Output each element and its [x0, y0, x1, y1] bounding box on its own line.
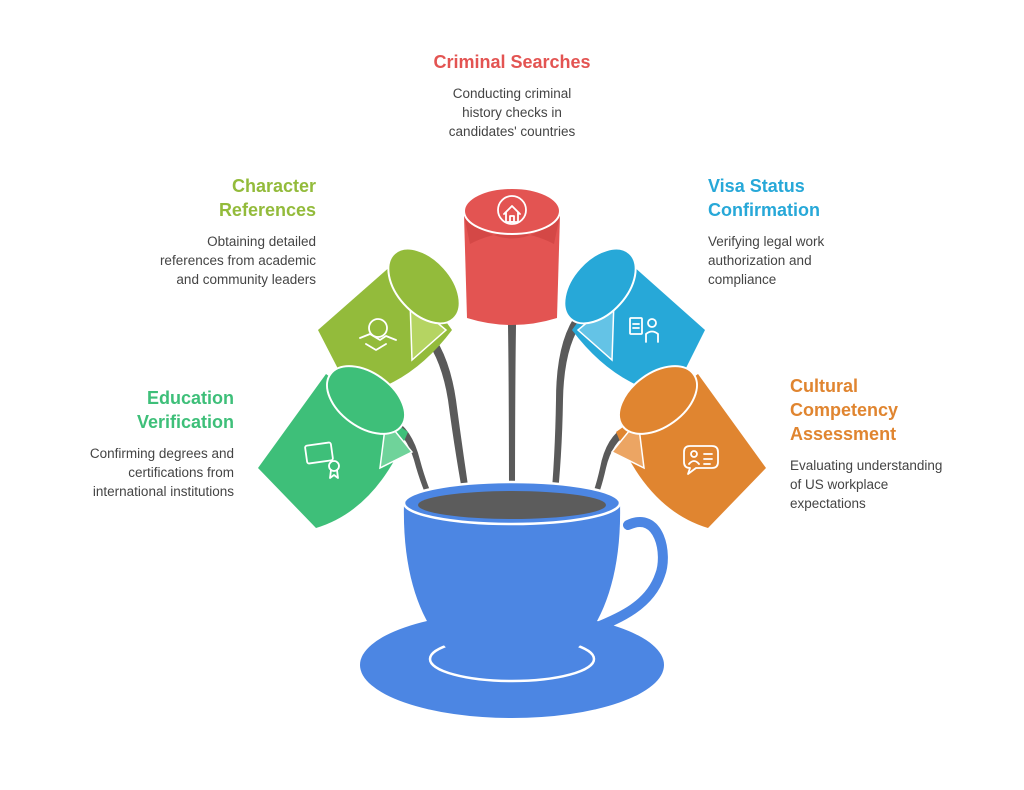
criminal-searches-container	[463, 187, 561, 325]
character-references-title: Character References	[218, 176, 316, 220]
education-verification-title: Education Verification	[136, 388, 234, 432]
criminal-searches-title: Criminal Searches	[433, 52, 591, 72]
globe-house-icon	[497, 195, 527, 225]
character-references-description: Obtaining detailed references from acade…	[159, 234, 316, 287]
visa-status-container	[563, 247, 705, 396]
criminal-searches-label: Criminal Searches Conducting criminal hi…	[412, 50, 612, 141]
criminal-searches-description: Conducting criminal history checks in ca…	[448, 86, 576, 139]
certificate-icon	[304, 441, 340, 479]
teacup	[402, 480, 668, 667]
passport-officer-icon	[629, 317, 659, 343]
character-references-container	[318, 247, 461, 396]
cultural-competency-container	[610, 365, 766, 528]
cultural-competency-label: Cultural Competency Assessment Evaluatin…	[790, 374, 990, 513]
character-references-label: Character References Obtaining detailed …	[120, 174, 316, 289]
visa-status-title: Visa Status Confirmation	[708, 176, 820, 220]
visa-status-label: Visa Status Confirmation Verifying legal…	[708, 174, 908, 289]
cultural-competency-title: Cultural Competency Assessment	[790, 376, 899, 444]
cultural-competency-description: Evaluating understanding of US workplace…	[790, 458, 943, 511]
education-verification-container	[258, 365, 414, 528]
education-verification-description: Confirming degrees and certifications fr…	[89, 446, 234, 499]
globe-handshake-icon	[359, 318, 397, 351]
education-verification-label: Education Verification Confirming degree…	[40, 386, 234, 501]
visa-status-description: Verifying legal work authorization and c…	[708, 234, 825, 287]
profile-chat-icon	[683, 445, 719, 475]
